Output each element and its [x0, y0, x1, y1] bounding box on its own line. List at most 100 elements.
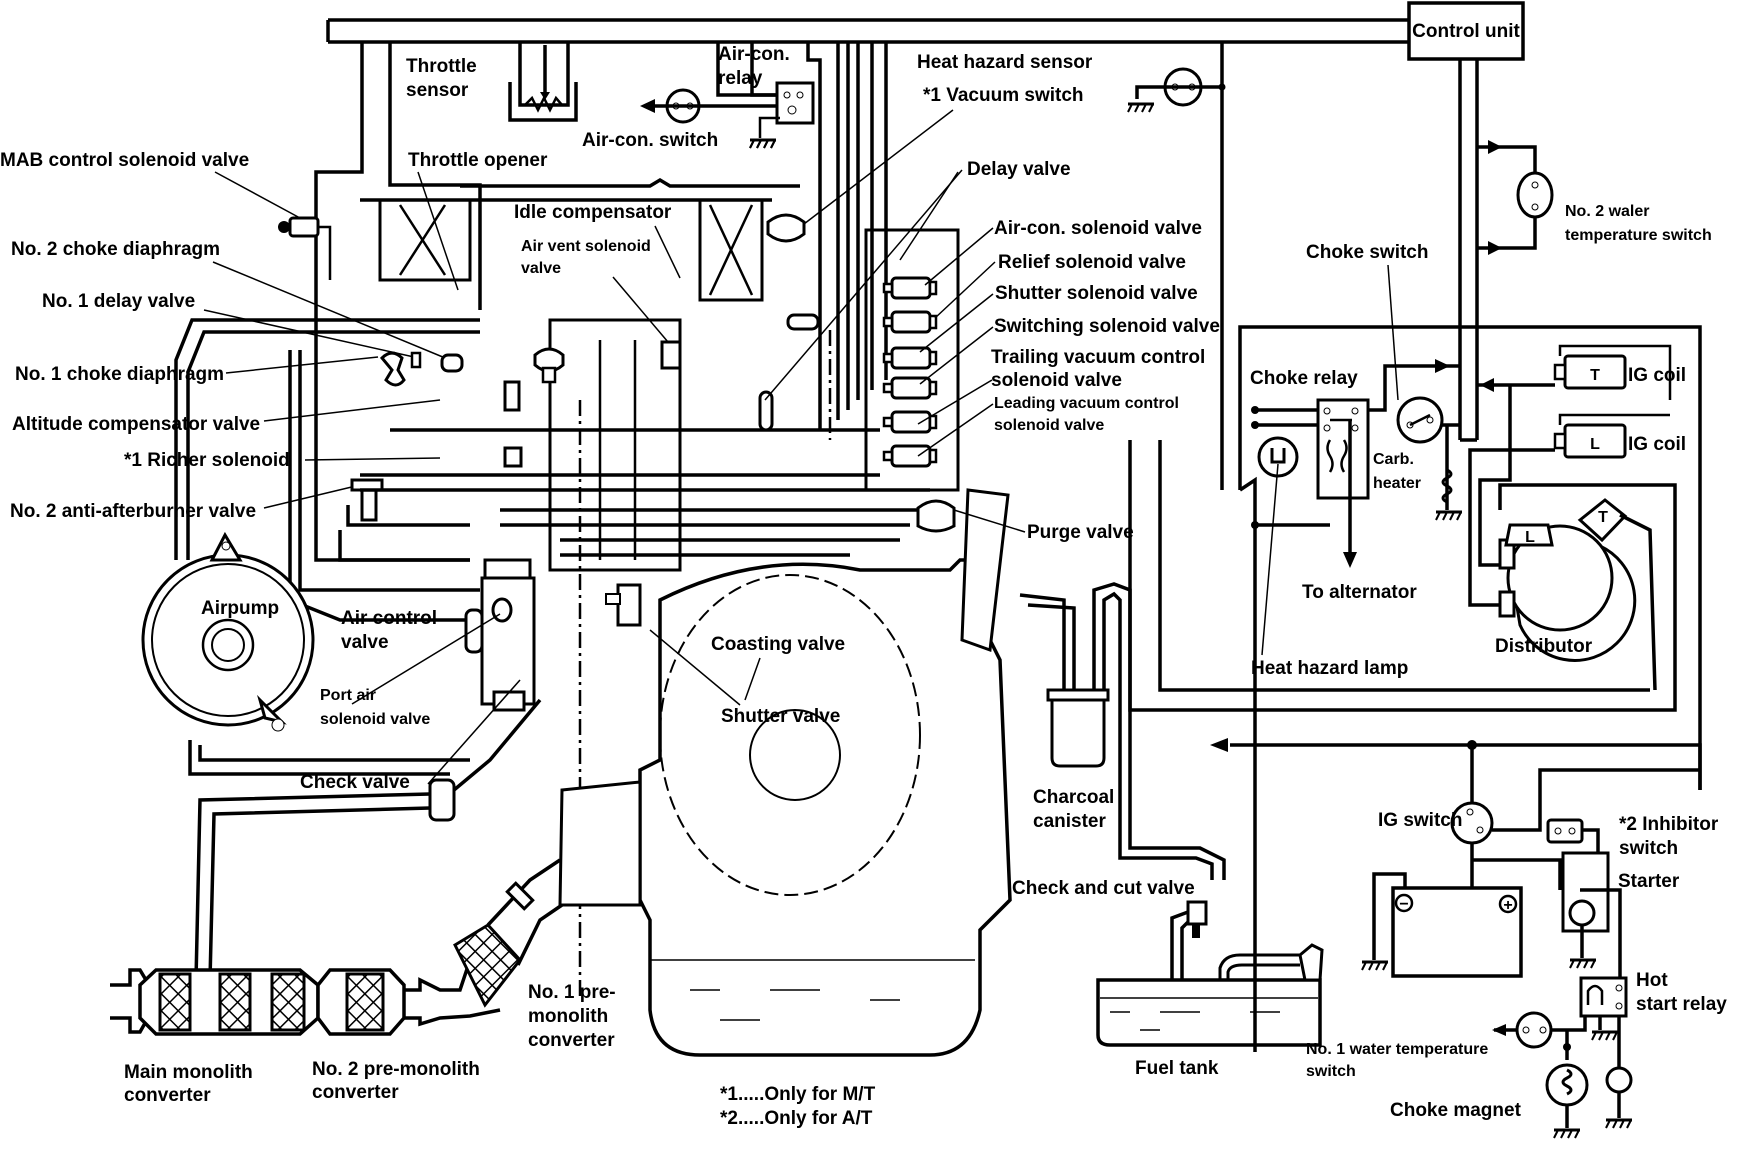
airpump	[141, 531, 470, 776]
hot-start-relay	[1579, 976, 1633, 1118]
ig-coil-l-letter: L	[1590, 436, 1600, 453]
throttle-opener	[533, 347, 565, 384]
charcoal-canister	[1019, 582, 1226, 880]
coasting-valve	[605, 583, 642, 627]
fuel-tank-label: Fuel tank	[1135, 1058, 1219, 1079]
ig-coil-t-label: IG coil	[1628, 365, 1686, 386]
no2-choke-diaphragm-label: No. 2 choke diaphragm	[11, 239, 220, 260]
distributor-l-letter: L	[1525, 529, 1535, 546]
solenoid-valve-bank	[758, 228, 960, 492]
choke-switch	[1368, 359, 1460, 510]
no1-pre-monolith-converter-label-1: No. 1 pre-	[528, 982, 616, 1003]
footnote-2: *2.....Only for A/T	[720, 1108, 873, 1129]
throttle-sensor-label-1: Throttle	[406, 56, 477, 77]
no2-pre-monolith-converter-label-2: converter	[312, 1082, 399, 1103]
distributor	[1498, 483, 1677, 691]
heat-hazard-sensor	[1135, 67, 1226, 107]
heat-hazard-lamp-label: Heat hazard lamp	[1251, 658, 1408, 679]
richer-solenoid-label: *1 Richer solenoid	[124, 450, 290, 471]
no2-water-temperature-switch	[1477, 140, 1554, 255]
heat-hazard-sensor-label: Heat hazard sensor	[917, 52, 1093, 73]
air-vent-solenoid-valve-label-1: Air vent solenoid	[521, 238, 651, 255]
port-air-solenoid-valve-label-1: Port air	[320, 687, 376, 704]
trailing-vacuum-control-label-2: solenoid valve	[991, 370, 1122, 391]
footnote-1: *1.....Only for M/T	[720, 1084, 876, 1105]
choke-magnet	[1545, 1063, 1589, 1128]
throttle-sensor-label-2: sensor	[406, 80, 469, 101]
rotary-engine	[558, 488, 1012, 1057]
no1-water-temp-switch-label-2: switch	[1306, 1063, 1356, 1080]
carb-heater-label-2: heater	[1373, 475, 1421, 492]
mab-control-solenoid-valve	[278, 216, 332, 280]
shutter-solenoid-valve-label: Shutter solenoid valve	[995, 283, 1198, 304]
ig-coil-t-letter: T	[1590, 367, 1600, 384]
shutter-valve-label: Shutter valve	[721, 706, 840, 727]
ig-switch-label: IG switch	[1378, 810, 1462, 831]
choke-valves-cluster	[350, 351, 523, 522]
relief-solenoid-valve-label: Relief solenoid valve	[998, 252, 1186, 273]
ig-coil-l-label: IG coil	[1628, 434, 1686, 455]
air-control-valve-label-2: valve	[341, 632, 389, 653]
inhibitor-switch-label-2: switch	[1619, 838, 1678, 859]
battery	[1372, 872, 1523, 978]
switching-solenoid-valve-label: Switching solenoid valve	[994, 316, 1220, 337]
air-control-valve-label-1: Air control	[341, 608, 437, 629]
inhibitor-switch-label-1: *2 Inhibitor	[1619, 814, 1719, 835]
distributor-t-letter: T	[1598, 509, 1608, 526]
vacuum-switch-label: *1 Vacuum switch	[923, 85, 1084, 106]
coasting-valve-label: Coasting valve	[711, 634, 845, 655]
altitude-compensator-valve-label: Altitude compensator valve	[12, 414, 260, 435]
heat-hazard-lamp	[1257, 436, 1299, 656]
ig-coil-l	[1468, 385, 1670, 607]
choke-relay-label: Choke relay	[1250, 368, 1358, 389]
wiring-harness-bus	[314, 18, 1410, 562]
starter-label: Starter	[1618, 871, 1680, 892]
charcoal-canister-label-1: Charcoal	[1033, 787, 1114, 808]
no2-water-temp-switch-label-1: No. 2 waler	[1565, 203, 1649, 220]
air-con-switch-label: Air-con. switch	[582, 130, 718, 151]
battery-negative: −	[1399, 896, 1408, 913]
airpump-label: Airpump	[201, 598, 279, 619]
no1-water-temperature-switch	[1492, 1011, 1587, 1060]
air-vent-solenoid-valve-label-2: valve	[521, 260, 561, 277]
main-monolith-converter-label-1: Main monolith	[124, 1062, 253, 1083]
no1-delay-valve-label: No. 1 delay valve	[42, 291, 195, 312]
exhaust-converters	[110, 858, 563, 1036]
leading-vacuum-control-label-2: solenoid valve	[994, 417, 1104, 434]
purge-valve	[916, 499, 956, 533]
trailing-vacuum-control-label-1: Trailing vacuum control	[991, 347, 1205, 368]
mab-control-solenoid-valve-label: MAB control solenoid valve	[0, 150, 249, 171]
fuel-tank	[1096, 943, 1324, 1047]
idle-compensator-label: Idle compensator	[514, 202, 672, 223]
no2-pre-monolith-converter-label-1: No. 2 pre-monolith	[312, 1059, 480, 1080]
control-unit-label: Control unit	[1412, 21, 1520, 42]
throttle-opener-label: Throttle opener	[408, 150, 548, 171]
air-control-valve	[464, 558, 536, 712]
control-unit: Control unit	[1407, 1, 1525, 442]
purge-valve-label: Purge valve	[1027, 522, 1134, 543]
starter	[1561, 851, 1622, 980]
no1-water-temp-switch-label-1: No. 1 water temperature	[1306, 1041, 1488, 1058]
no2-anti-afterburner-valve-label: No. 2 anti-afterburner valve	[10, 501, 256, 522]
air-con-relay-label-2: relay	[718, 68, 763, 89]
air-con-relay-label-1: Air-con.	[718, 44, 790, 65]
to-alternator-label: To alternator	[1302, 582, 1417, 603]
distributor-label: Distributor	[1495, 636, 1593, 657]
no1-choke-diaphragm-label: No. 1 choke diaphragm	[15, 364, 224, 385]
leading-vacuum-control-label-1: Leading vacuum control	[994, 395, 1179, 412]
delay-valve-label: Delay valve	[967, 159, 1071, 180]
air-con-solenoid-valve-label: Air-con. solenoid valve	[994, 218, 1202, 239]
choke-magnet-label: Choke magnet	[1390, 1100, 1522, 1121]
hot-start-relay-label-2: start relay	[1636, 994, 1727, 1015]
throttle-sensor	[508, 42, 578, 122]
vacuum-switch	[766, 109, 954, 243]
air-con-switch	[640, 88, 777, 124]
vacuum-hose-network	[174, 318, 930, 1000]
battery-positive: +	[1503, 897, 1512, 914]
main-monolith-converter-label-2: converter	[124, 1085, 211, 1106]
check-and-cut-valve	[1170, 900, 1208, 980]
return-wiring	[1128, 440, 1702, 790]
port-air-solenoid-valve-label-2: solenoid valve	[320, 711, 430, 728]
ig-coil-t	[1477, 344, 1672, 400]
